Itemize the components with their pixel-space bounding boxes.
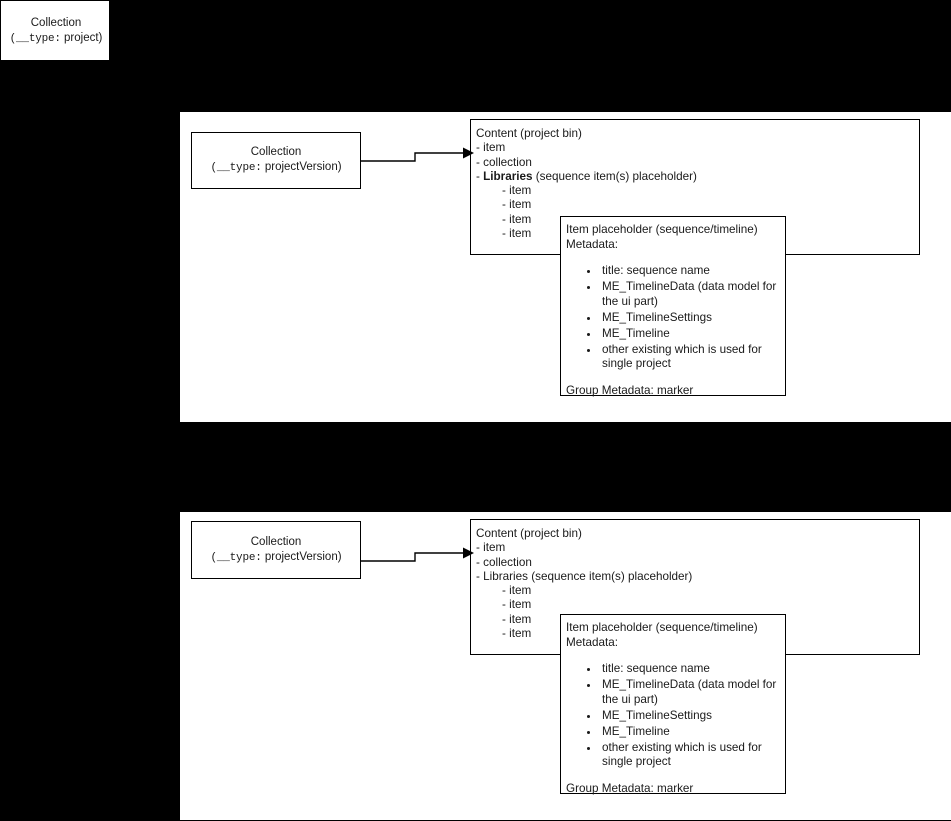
node-collection-projectversion-2[interactable]: Collection (__type: projectVersion) — [191, 521, 361, 579]
content-row-collection: - collection — [476, 555, 532, 569]
content-sub-item: - item — [502, 198, 532, 212]
content-heading: Content (project bin) — [476, 127, 582, 140]
libraries-suffix: (sequence item(s) placeholder) — [532, 169, 697, 183]
arrow-collection-to-content-2 — [361, 547, 474, 562]
node-type-key: (__type: — [210, 551, 262, 564]
node-type-line: (__type: project) — [10, 31, 103, 47]
node-collection-project[interactable]: Collection (__type: project) — [1, 1, 111, 62]
content-box-1: Content (project bin) - item - collectio… — [470, 119, 920, 255]
node-type-key: (__type: — [9, 33, 61, 45]
content-sub-item: - item — [502, 627, 532, 641]
metadata-item: other existing which is used for single … — [600, 741, 785, 770]
content-row-collection: - collection — [476, 155, 532, 169]
content-row-libraries: - Libraries (sequence item(s) placeholde… — [476, 170, 919, 184]
placeholder-heading: Item placeholder (sequence/timeline) — [566, 621, 758, 634]
item-placeholder-box-2: Item placeholder (sequence/timeline) Met… — [560, 614, 786, 795]
content-sub-item: - item — [502, 227, 532, 241]
content-row-item: - item — [476, 141, 506, 155]
node-type-line: (__type: projectVersion) — [210, 550, 341, 566]
metadata-item: other existing which is used for single … — [600, 343, 785, 372]
libraries-label: Libraries — [483, 169, 533, 183]
metadata-item: ME_TimelineSettings — [600, 709, 785, 724]
content-sub-item: - item — [502, 598, 532, 612]
content-sub-item: - item — [502, 584, 532, 598]
metadata-list: title: sequence name ME_TimelineData (da… — [566, 264, 785, 372]
dash-prefix: - — [476, 569, 484, 583]
node-type-value: projectVersion) — [261, 161, 342, 173]
metadata-item: title: sequence name — [600, 662, 785, 677]
content-heading: Content (project bin) — [476, 527, 582, 540]
placeholder-heading: Item placeholder (sequence/timeline) — [566, 223, 758, 236]
placeholder-subheading: Metadata: — [566, 237, 618, 251]
metadata-list: title: sequence name ME_TimelineData (da… — [566, 662, 785, 770]
item-placeholder-box-1: Item placeholder (sequence/timeline) Met… — [560, 216, 786, 397]
metadata-item: ME_TimelineData (data model for the ui p… — [600, 678, 785, 707]
libraries-label: Libraries — [483, 569, 528, 583]
placeholder-subheading: Metadata: — [566, 635, 618, 649]
metadata-item: ME_Timeline — [600, 327, 785, 342]
node-title: Collection — [30, 17, 82, 29]
content-row-libraries: - Libraries (sequence item(s) placeholde… — [476, 570, 919, 584]
metadata-item: ME_TimelineSettings — [600, 311, 785, 326]
libraries-suffix: (sequence item(s) placeholder) — [527, 569, 693, 583]
panel-project: Collection (__type: project) — [0, 0, 110, 61]
content-row-item: - item — [476, 541, 506, 555]
content-sub-item: - item — [502, 612, 532, 626]
node-type-line: (__type: projectVersion) — [210, 160, 341, 176]
node-type-value: project) — [60, 32, 103, 44]
metadata-item: ME_Timeline — [600, 725, 785, 740]
placeholder-footer: Group Metadata: marker — [566, 383, 694, 397]
node-type-value: projectVersion) — [261, 550, 342, 563]
node-collection-projectversion-1[interactable]: Collection (__type: projectVersion) — [191, 132, 361, 189]
content-box-2: Content (project bin) - item - collectio… — [470, 519, 920, 655]
node-type-key: (__type: — [210, 162, 262, 174]
node-title: Collection — [250, 146, 302, 158]
content-sub-item: - item — [502, 184, 532, 198]
placeholder-footer: Group Metadata: marker — [566, 781, 694, 795]
arrow-collection-to-content-1 — [361, 147, 474, 162]
dash-prefix: - — [476, 169, 484, 183]
metadata-item: title: sequence name — [600, 264, 785, 279]
metadata-item: ME_TimelineData (data model for the ui p… — [600, 280, 785, 309]
node-title: Collection — [250, 535, 302, 548]
content-sub-item: - item — [502, 212, 532, 226]
